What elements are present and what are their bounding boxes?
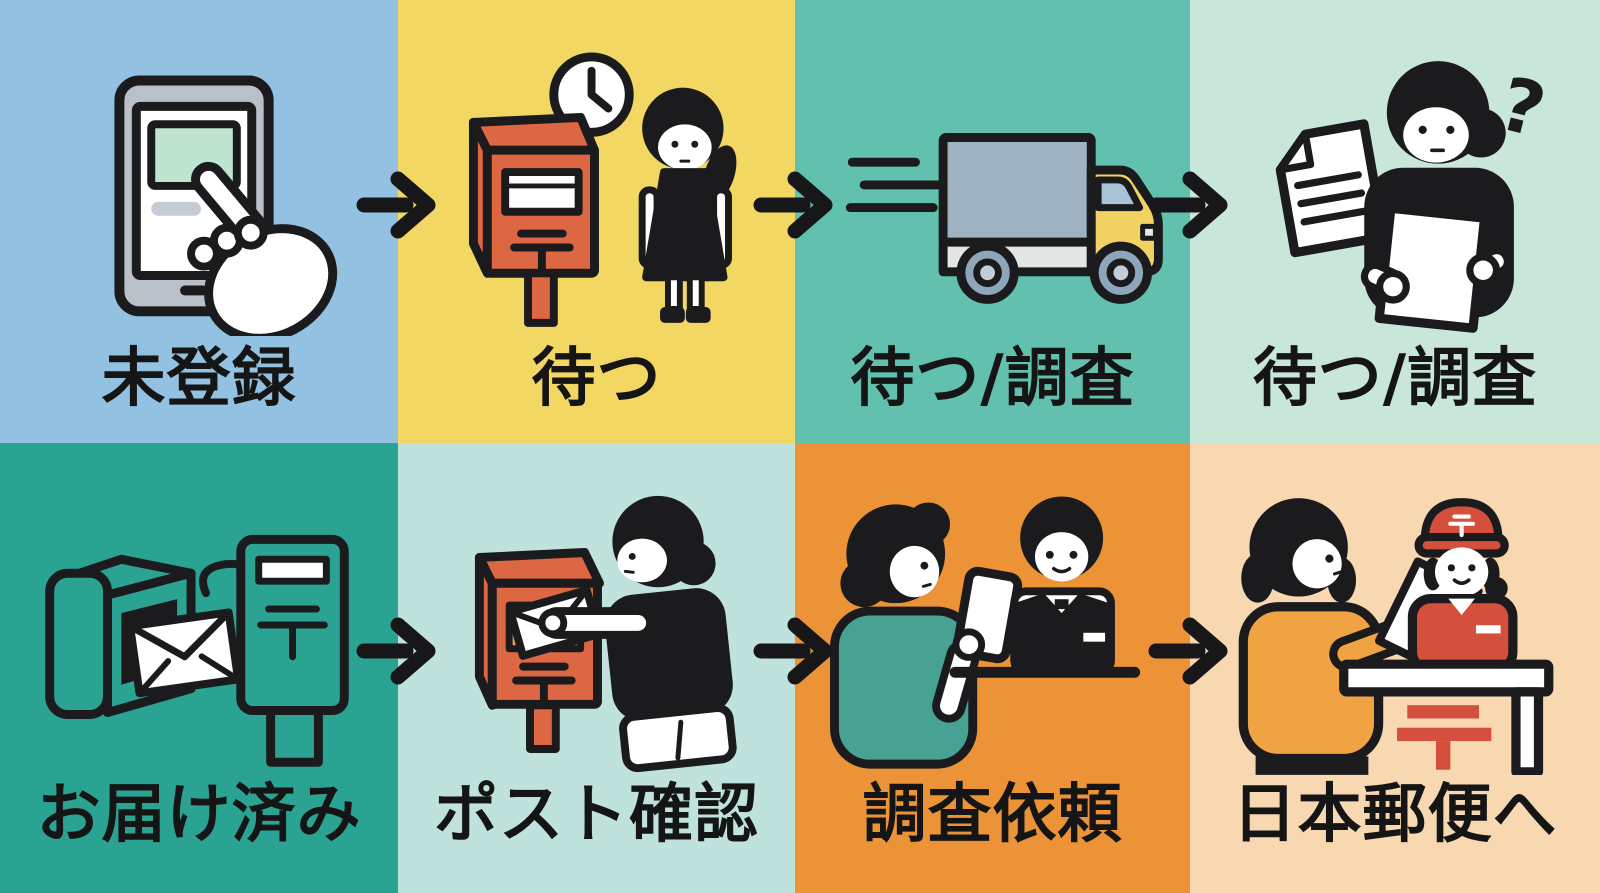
delivery-truck-icon: [795, 0, 1190, 347]
panel-label: お届け済み: [36, 778, 362, 852]
flow-arrow-right-icon: [751, 169, 839, 241]
flow-arrow-right-icon: [1146, 169, 1234, 241]
panel-label: 未登録: [101, 342, 297, 416]
flow-arrow-right-icon: [354, 615, 442, 687]
panel-label: 日本郵便へ: [1232, 778, 1558, 852]
flow-arrow-right-icon: [751, 615, 839, 687]
panel-unregistered: 未登録: [0, 0, 398, 443]
name-tag: [1083, 632, 1106, 642]
customer-clerk-counter-icon: [795, 443, 1190, 783]
person-reading-documents-icon: ?: [1190, 0, 1600, 347]
tablet-tap-icon: [0, 0, 398, 347]
panel-label: ポスト確認: [434, 778, 759, 852]
panel-label: 待つ: [531, 342, 662, 416]
panel-wait-investigate-docs: ? 待つ/調査: [1190, 0, 1600, 443]
panel-to-japan-post: 日本郵便へ: [1190, 443, 1600, 893]
panel-wait-investigate-truck: 待つ/調査: [795, 0, 1190, 443]
home-mailbox-envelope-postbox-icon: [0, 443, 398, 783]
postal-mark: [1407, 705, 1480, 719]
panel-wait: 待つ: [398, 0, 795, 443]
panel-label: 待つ/調査: [850, 342, 1135, 416]
postbox-clock-waiting-girl-icon: [398, 0, 795, 347]
counter-leg: [1511, 687, 1544, 775]
flow-arrow-right-icon: [354, 169, 442, 241]
panel-delivered: お届け済み: [0, 443, 398, 893]
panel-post-check: ポスト確認: [398, 443, 795, 893]
woman-postal-clerk-counter-icon: [1190, 443, 1600, 783]
panel-label: 待つ/調査: [1252, 342, 1538, 416]
panel-investigation-request: 調査依頼: [795, 443, 1190, 893]
person-checking-postbox-icon: [398, 443, 795, 783]
flow-arrow-right-icon: [1146, 615, 1234, 687]
panel-label: 調査依頼: [862, 778, 1123, 852]
counter-top: [1339, 659, 1554, 697]
speed-lines: [845, 157, 944, 212]
